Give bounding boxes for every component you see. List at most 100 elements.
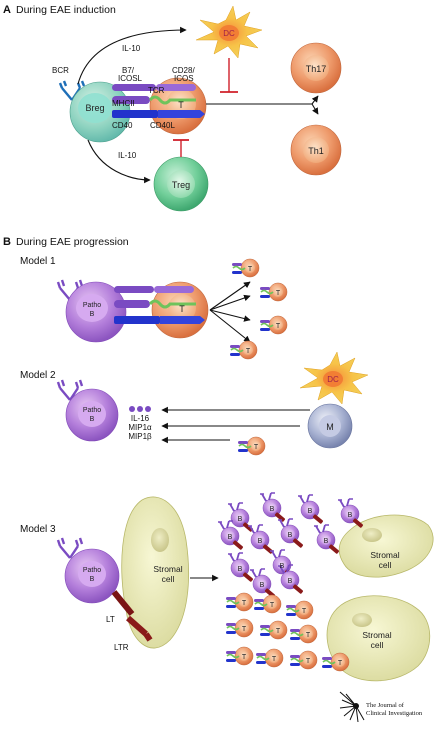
mhcii-label: MHCII [112,99,135,108]
macrophage-cell [307,403,353,449]
model3-stromal-label-1: Stromal [153,564,182,574]
il10-arrow-to-treg [87,139,151,184]
model1-small-t-label-4: T [246,348,251,355]
mip1b-label: MIP1β [128,432,152,441]
journal-name-line-2: Clinical Investigation [366,710,423,717]
cd28-label: CD28/ [172,66,195,75]
svg-text:T: T [270,602,275,609]
svg-text:B: B [324,538,329,545]
icosl-label: ICOSL [118,74,143,83]
cd40-label: CD40 [112,121,133,130]
th17-label: Th17 [306,64,327,74]
stromal-cell-b [326,595,431,682]
treg-label: Treg [172,180,190,190]
svg-text:T: T [306,632,311,639]
dc-label: DC [223,29,235,38]
cd40l-molecule [158,110,205,118]
model1-mhcii-molecule [114,300,150,308]
dc-cell [195,5,263,59]
model3-patho-label-1: Patho [83,567,101,574]
model1-arrow-2 [209,294,251,311]
model3-bcr-icon [56,537,84,559]
model1-title: Model 1 [20,256,56,267]
lt-label: LT [106,615,115,624]
model1-patho-label-2: B [90,311,95,318]
il10-bottom-label: IL-10 [118,151,137,160]
model1-small-t-4 [229,340,258,360]
breg-label: Breg [85,103,104,113]
b7-icosl-molecule [112,84,156,91]
stromal-cell-a [338,514,434,578]
panel-b-title: During EAE progression [16,236,129,248]
il16-label: IL-16 [131,414,150,423]
bcr-label: BCR [52,66,69,75]
stromal-b-label-2: cell [371,640,384,650]
model1-small-t-label-2: T [276,290,281,297]
model1-cd40l-molecule [160,316,205,324]
chemokine-dots [129,406,151,412]
panel-a-title: During EAE induction [16,4,116,16]
svg-text:B: B [308,508,313,515]
b-cell-cluster-labels: B B B B B B B B B B B B [228,506,353,589]
model1-arrow-3 [209,309,251,322]
svg-text:B: B [258,538,263,545]
th1-cell [290,124,342,176]
model1-cd40-molecule [114,316,160,324]
model2-dc-label: DC [327,375,339,384]
svg-text:B: B [238,516,243,523]
treg-cell [153,156,209,212]
svg-text:B: B [288,578,293,585]
panel-b-letter: B [3,236,11,248]
t-cell-cluster-labels: T T T T T T T T T T [242,600,343,667]
icos-label: ICOS [174,74,194,83]
arrow-to-th17 [311,95,319,105]
svg-text:B: B [260,582,265,589]
model3-patho-b-cell [64,548,120,604]
model3-stromal-cell [121,496,189,649]
t-cell-label: T [178,100,184,110]
model1-patho-b-cell [65,281,127,343]
mip1a-label: MIP1α [128,423,152,432]
model2-dc-cell [299,351,369,405]
model1-small-t-label-1: T [248,266,253,273]
svg-text:B: B [270,506,275,513]
model1-small-t-3 [259,315,288,335]
il10-arrow-to-dc [77,26,187,85]
il10-top-label: IL-10 [122,44,141,53]
tcr-molecule [148,95,196,105]
ltr-label: LTR [114,643,129,652]
b7-label: B7/ [122,66,135,75]
model1-small-t-1 [231,258,260,278]
svg-text:T: T [338,660,343,667]
svg-text:T: T [306,658,311,665]
model1-tcr-molecule [148,299,196,309]
model2-patho-b-cell [65,388,119,442]
stromal-b-label-1: Stromal [362,630,391,640]
model3-stromal-label-2: cell [162,574,175,584]
model1-arrow-4 [209,309,251,343]
model1-small-t-2 [259,282,288,302]
svg-text:B: B [238,566,243,573]
svg-text:T: T [276,628,281,635]
cd28-icos-molecule [156,84,196,91]
ltr-molecule [126,615,153,642]
svg-text:B: B [228,534,233,541]
model2-patho-label-2: B [90,416,95,423]
model1-b7-molecule [114,286,154,293]
model2-bcr-icon [56,379,84,401]
lt-molecule [111,590,135,616]
model1-expanded-t-cells [229,258,288,360]
cd40l-label: CD40L [150,121,175,130]
model3-patho-label-2: B [90,576,95,583]
tcr-label: TCR [148,86,165,95]
model1-t-label: T [179,304,185,314]
journal-name-line-1: The Journal of [366,702,405,709]
svg-text:B: B [288,532,293,539]
model3-title: Model 3 [20,524,56,535]
svg-text:T: T [242,600,247,607]
svg-text:T: T [242,626,247,633]
th17-cell [290,42,342,94]
model1-arrow-1 [209,281,251,311]
journal-logo-icon [339,691,365,723]
